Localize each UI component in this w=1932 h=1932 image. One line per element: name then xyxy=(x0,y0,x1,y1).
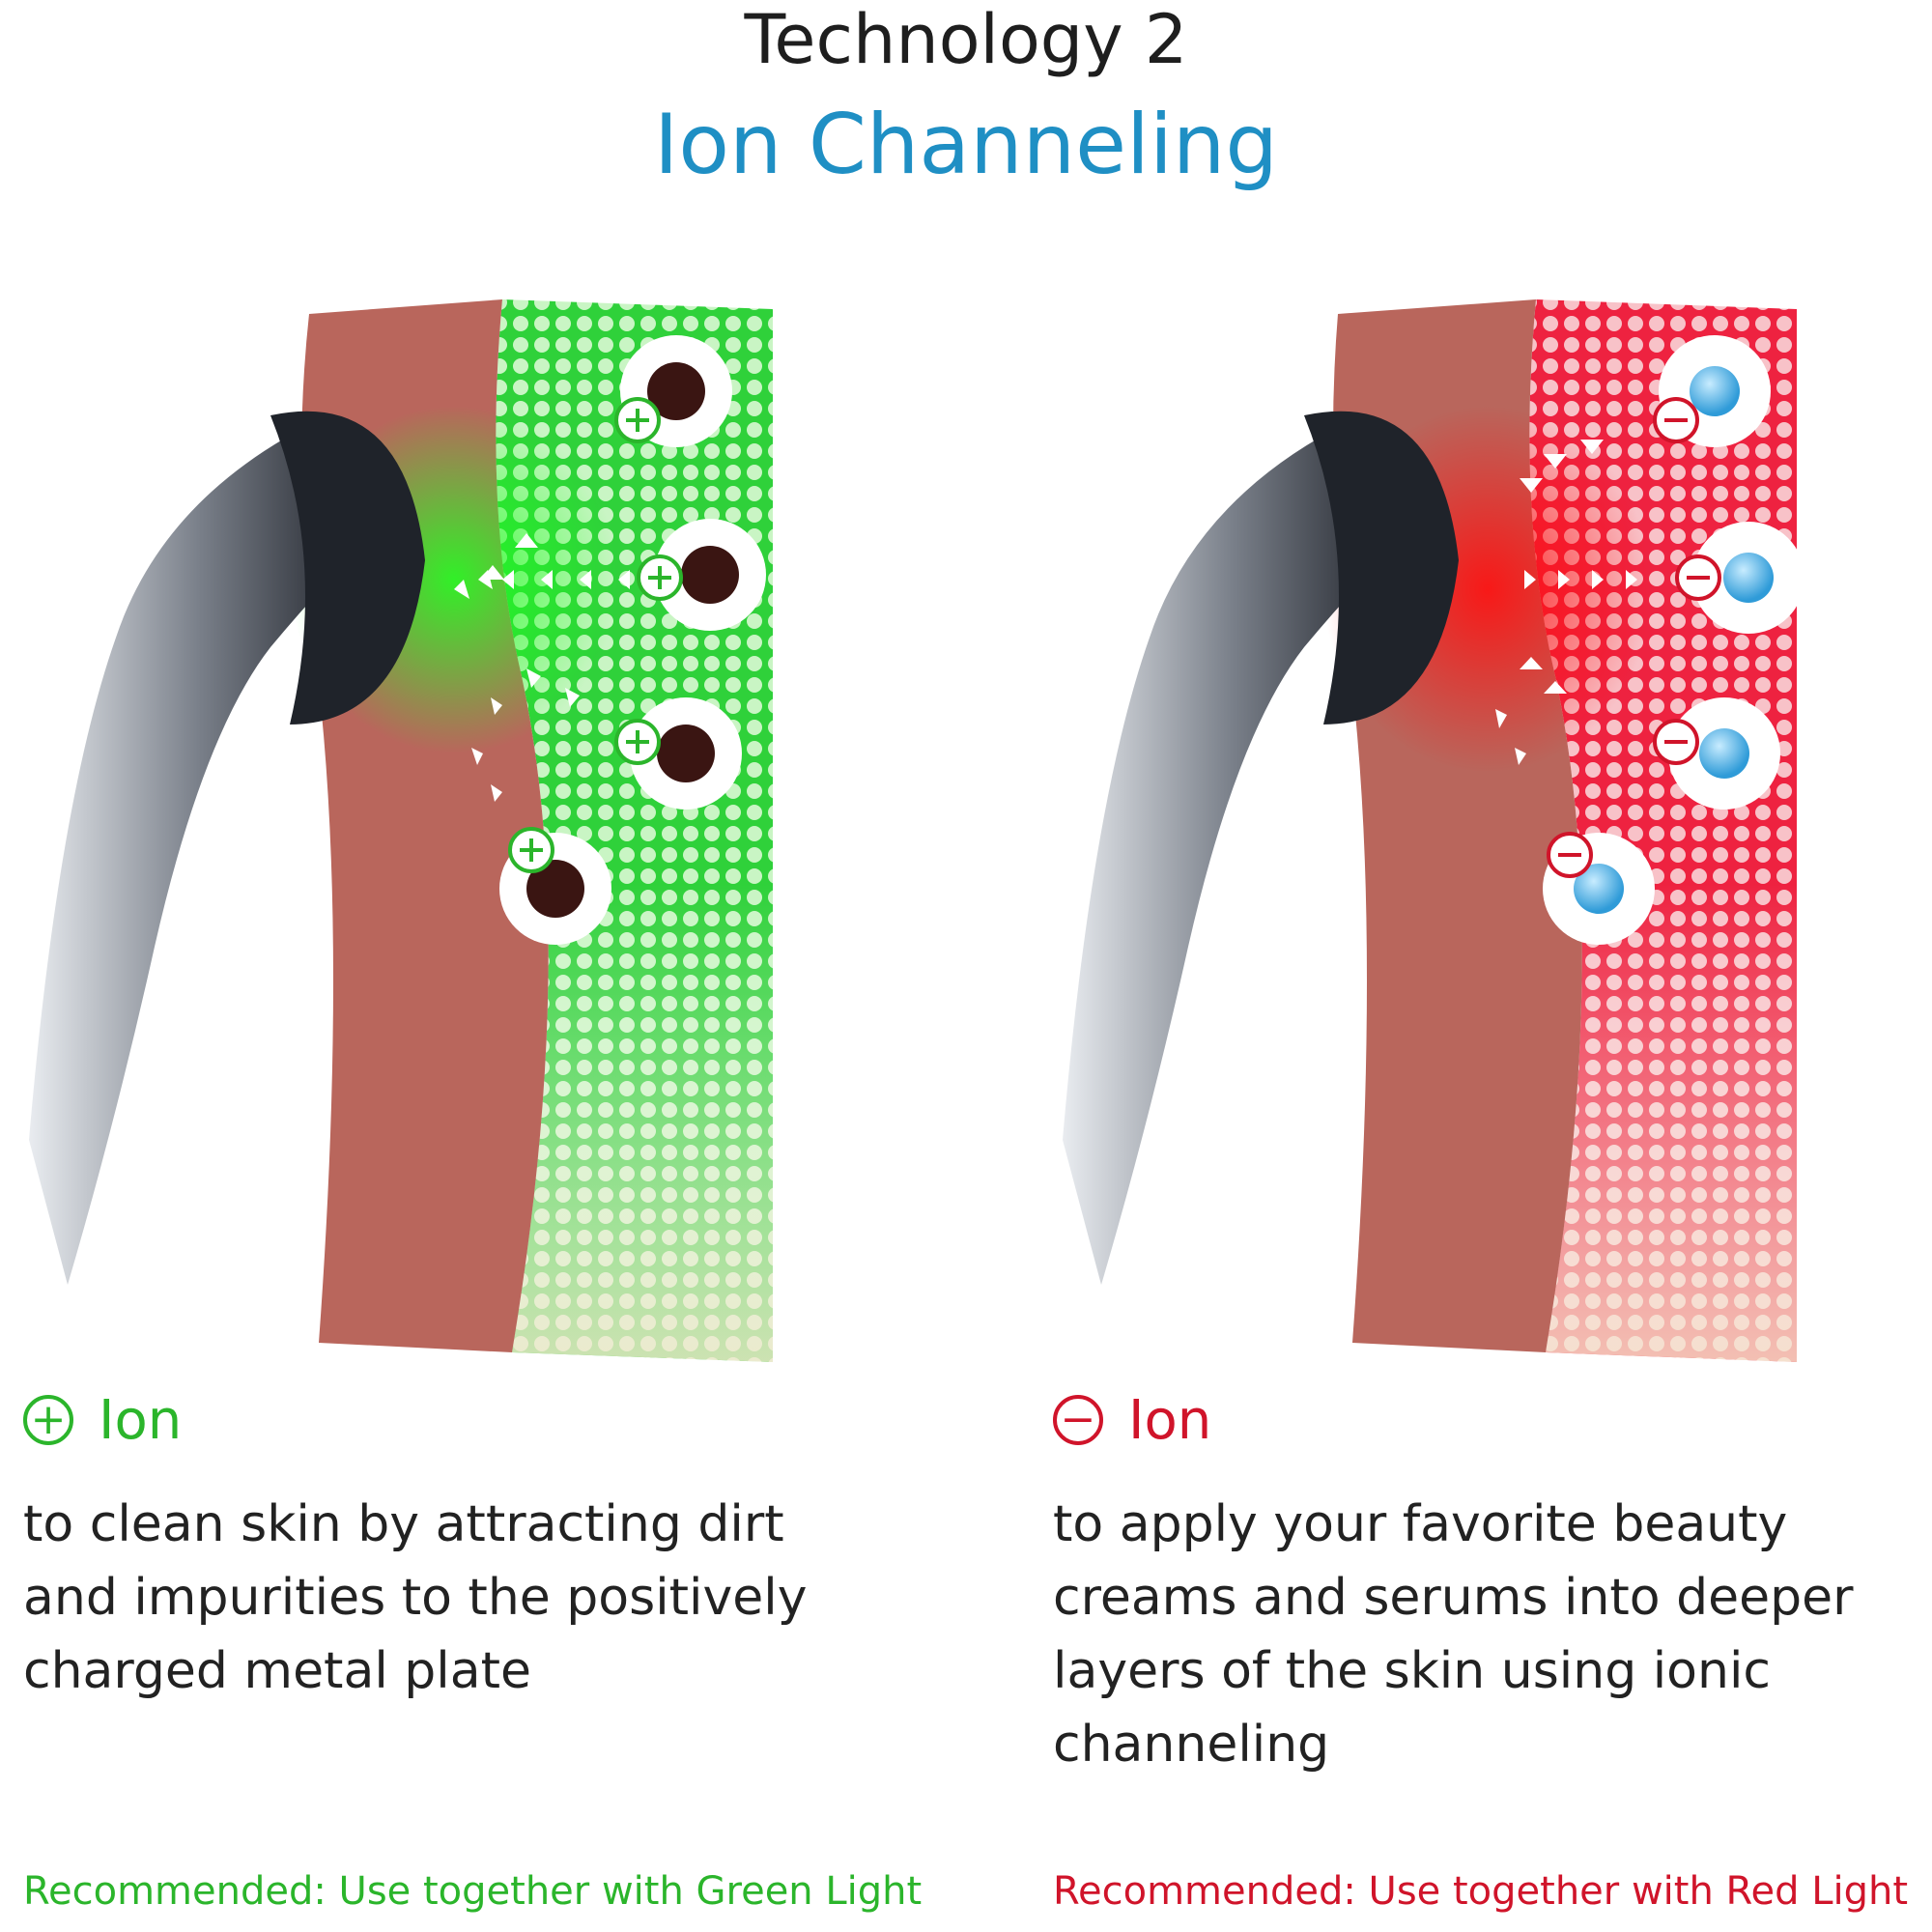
device-head xyxy=(270,411,425,724)
arrow-markers xyxy=(454,533,630,802)
ion-label-text: Ion xyxy=(99,1388,183,1452)
positive-ion-illustration xyxy=(29,299,773,1362)
arrow-markers xyxy=(1495,440,1637,765)
green-light-recommendation: Recommended: Use together with Green Lig… xyxy=(23,1869,923,1914)
device-handle xyxy=(1063,415,1401,1285)
page-subtitle: Ion Channeling xyxy=(654,97,1278,193)
positive-ion-description: to clean skin by attracting dirt and imp… xyxy=(23,1495,808,1700)
positive-ion-label: + Ion xyxy=(23,1388,183,1452)
negative-ion-label: − Ion xyxy=(1053,1388,1212,1452)
negative-ion-description: to apply your favorite beauty creams and… xyxy=(1053,1495,1854,1774)
device-head xyxy=(1304,411,1459,724)
minus-circle-icon: − xyxy=(1053,1395,1103,1445)
negative-ion-illustration xyxy=(1063,299,1804,1362)
page-title: Technology 2 xyxy=(744,0,1188,79)
plus-circle-icon: + xyxy=(23,1395,73,1445)
ion-label-text: Ion xyxy=(1128,1388,1212,1452)
device-handle xyxy=(29,415,367,1285)
red-light-recommendation: Recommended: Use together with Red Light xyxy=(1053,1869,1909,1914)
